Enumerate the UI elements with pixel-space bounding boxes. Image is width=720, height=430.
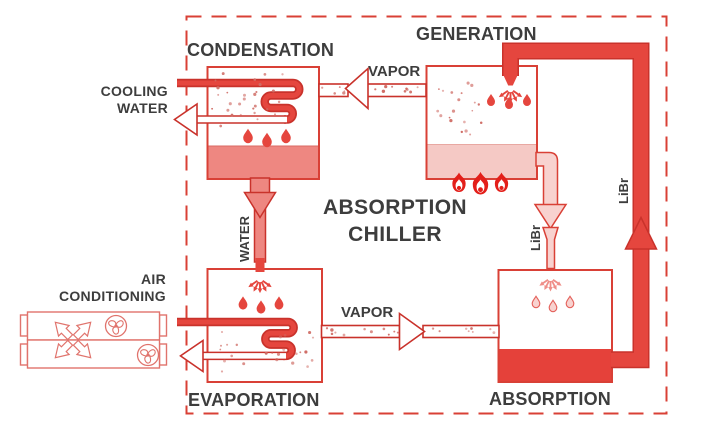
droplet-icon [274,296,284,310]
duct-flange [19,343,29,366]
absorption-vessel [497,269,613,383]
droplet-icon [243,128,253,144]
spray-nozzle-icon [248,280,272,294]
duct-flange [158,343,168,366]
spray-nozzle-icon [539,278,562,292]
libr-down-arrow [533,203,568,230]
vapor-arrow-right [398,311,426,352]
droplet-icon [548,299,558,313]
flame-icon [452,172,466,193]
evaporation-label: EVAPORATION [188,390,320,410]
water-down-arrow [243,191,277,219]
vapor-pipe [320,324,401,339]
flame-icon [472,171,489,195]
chilled-water-out-arrow [179,338,204,374]
cooling-water-out-arrow [173,102,198,137]
libr-return-pipe [503,44,648,367]
system-boundary [185,15,668,415]
absorption-label: ABSORPTION [489,389,612,409]
droplet-icon [487,94,495,106]
droplet-icon [281,128,291,144]
libr-feed-label: LiBr [528,225,543,251]
four-way-airflow-icon [54,321,92,359]
water-outlet-stub [249,177,271,195]
libr-up-arrow [624,215,658,250]
vapor-pipe [422,324,500,339]
air-conditioning-unit [19,311,168,369]
duct-flange [19,314,29,337]
vapor-bottom-connector [320,311,500,352]
vapor-dots-icon [436,81,483,136]
flame-icon [494,172,509,193]
condensed-water-pool [208,146,318,179]
duct-flange [158,314,168,337]
water-circuit [243,177,277,272]
vapor-arrow-left [344,66,369,111]
generation-label: GENERATION [416,24,537,44]
libr-funnel-pipe [541,226,559,270]
libr-solution-pool [427,144,537,178]
libr-return-label: LiBr [616,178,631,204]
generation-nozzle [503,76,518,86]
libr-solution-pool [499,349,612,381]
evaporation-vessel [177,268,323,383]
vapor-dots-icon [211,90,281,128]
droplet-icon [565,295,575,309]
vapor-dots-icon [431,327,496,335]
vapor-dots-icon [321,86,346,95]
droplet-icon [238,296,248,310]
chilled-water-coil-fill [177,319,297,359]
vapor-dots-icon [374,85,419,94]
droplet-icon [256,300,266,314]
vapor-dots-icon [214,72,284,96]
evaporation-nozzle [255,258,265,272]
droplet-icon [262,132,272,148]
libr-feed-circuit [533,151,568,270]
libr-return-circuit [502,42,658,369]
fan-icon [136,343,160,367]
vapor-dots-icon [219,330,315,373]
air-conditioning-label: AIR CONDITIONING [58,271,166,304]
cooling-coil-fill [177,80,302,122]
condensation-vessel [173,66,320,180]
vapor-top-label: VAPOR [368,63,421,80]
vapor-dots-icon [325,327,399,337]
vapor-bottom-label: VAPOR [341,304,394,321]
condensation-label: CONDENSATION [187,40,335,60]
supply-duct [26,311,161,341]
vapor-top-connector [318,66,427,111]
spray-nozzle-icon [498,90,523,104]
droplet-icon [523,94,531,106]
diagram-title: ABSORPTION CHILLER [322,196,467,246]
libr-feed-elbow-pipe [535,151,559,207]
fan-icon [104,314,128,338]
cooling-water-label: COOLING WATER [100,83,168,116]
droplet-icon [531,295,541,309]
water-flow-label: WATER [237,216,252,262]
